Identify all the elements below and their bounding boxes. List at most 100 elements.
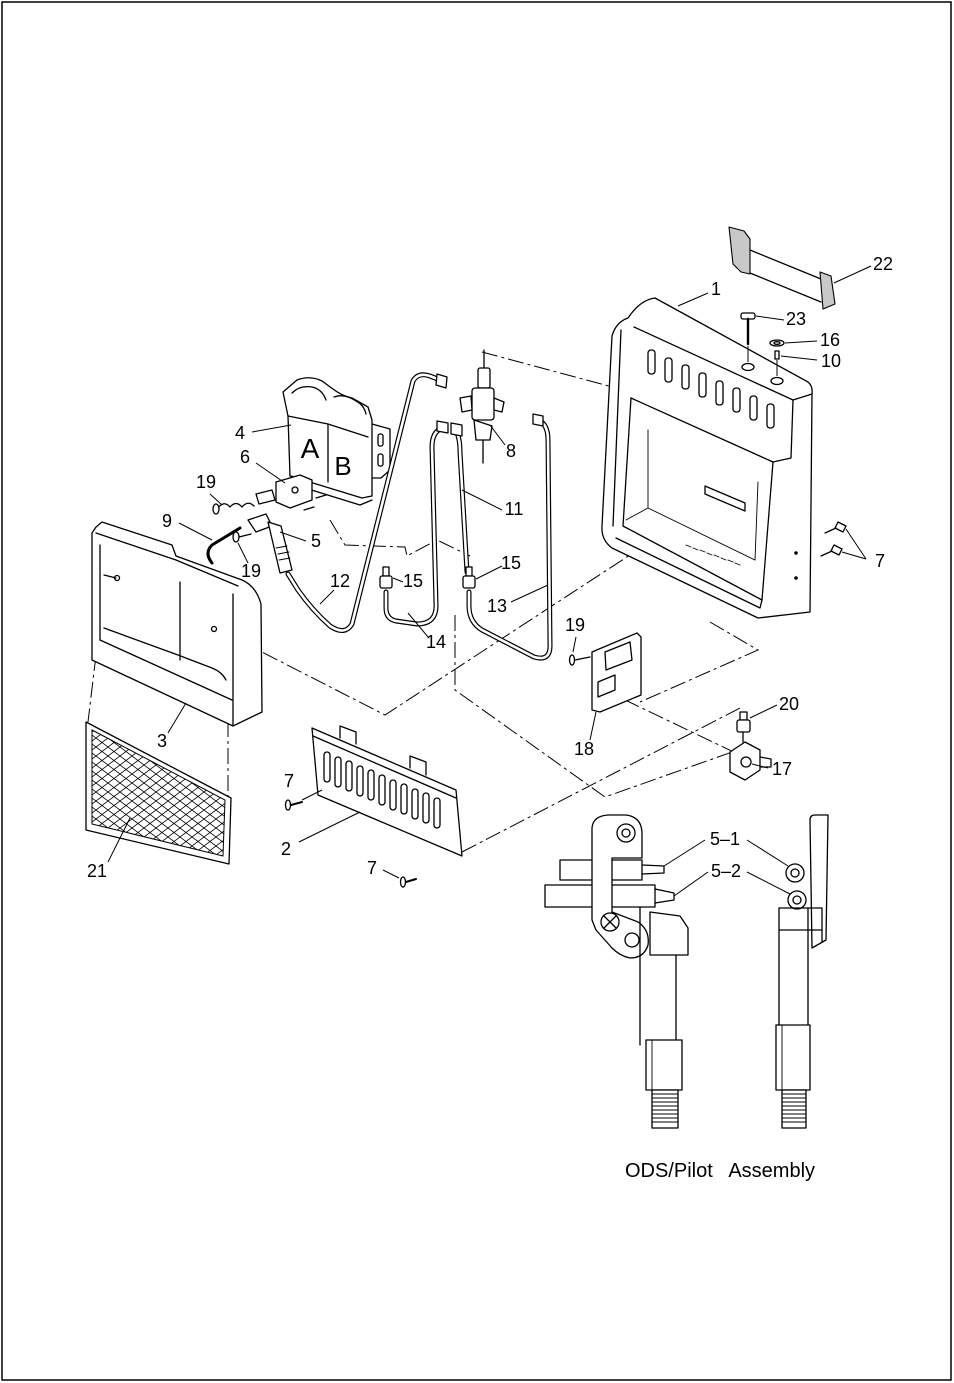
part-15-fitting-left <box>379 566 393 589</box>
cabinet-louver-band <box>630 397 794 463</box>
part-3-housing <box>91 521 263 727</box>
cabinet-floor-slots <box>685 544 741 566</box>
part-9-wire <box>206 526 242 565</box>
part-19-spring-screw-top <box>212 502 255 515</box>
bracket-cutout-upper <box>604 641 633 671</box>
phantom-line-burner-to-tubes <box>329 519 471 557</box>
pipe-clamp <box>649 911 689 956</box>
cabinet-outline <box>601 297 813 619</box>
tube-13-inner <box>467 418 552 660</box>
callout-14: 14 <box>426 632 446 652</box>
leader-5-2 <box>673 871 791 897</box>
burner-panel-a-label: A <box>301 433 320 464</box>
part-12-tube <box>285 372 448 633</box>
leader-18 <box>589 711 597 741</box>
ods-pilot-assembly-caption: ODS/Pilot Assembly <box>625 1160 815 1182</box>
leader-14 <box>407 612 429 638</box>
part-4-burner: A B <box>282 377 391 506</box>
part-13-tube <box>466 413 553 661</box>
callout-7-left: 7 <box>284 771 294 791</box>
valve-outlet <box>759 756 772 768</box>
leader-7-left <box>301 789 323 801</box>
louver-slot <box>664 357 673 383</box>
ods-pilot-detail-side-view <box>775 814 829 1129</box>
burner-face-edge <box>287 415 369 483</box>
side-pipe-threads <box>781 1093 807 1123</box>
part-20-fitting <box>736 711 751 733</box>
leader-12 <box>319 589 335 605</box>
screw-right-upper-shank <box>824 527 837 534</box>
part-17-valve <box>729 731 772 781</box>
leader-19-mid <box>237 542 249 564</box>
spring-coil <box>217 502 255 509</box>
panel-slot <box>334 756 342 788</box>
bracket-hole-top-inner <box>621 828 631 838</box>
burner-top-ridges <box>291 385 367 415</box>
callout-7-bottom: 7 <box>367 858 377 878</box>
louver-slot <box>698 372 707 398</box>
orifice-nut <box>255 489 276 505</box>
screw-left-shank <box>290 801 303 806</box>
cabinet-louvers <box>647 349 775 429</box>
screw-shank <box>238 533 252 538</box>
thermocouple-tip <box>641 864 665 875</box>
cabinet-top-hole-1 <box>741 362 755 372</box>
leader-3 <box>167 702 187 734</box>
fitting-body <box>462 575 476 589</box>
pipe-threads <box>651 1093 679 1123</box>
panel-slot <box>356 765 364 797</box>
panel-outline <box>311 727 463 857</box>
tube-12-inner <box>286 373 442 632</box>
part-1-cabinet <box>601 297 813 619</box>
part-10-pin <box>774 350 780 377</box>
tee-bottom <box>473 419 493 441</box>
callout-15-left: 15 <box>403 571 423 591</box>
leader-2 <box>298 811 361 843</box>
part-19-bracket-screw <box>568 654 591 666</box>
part-2-louvered-panel <box>311 725 463 857</box>
bracket-cross-hole <box>600 912 620 932</box>
leader-15-left <box>392 577 404 583</box>
pilot-bracket <box>591 814 649 959</box>
grille-mesh <box>91 729 226 857</box>
panel-slot <box>367 769 375 801</box>
housing-hole-right <box>210 625 218 633</box>
callout-19-bracket: 19 <box>565 615 585 635</box>
part-6-orifice-bracket <box>255 474 327 511</box>
callout-17: 17 <box>772 759 792 779</box>
callout-1: 1 <box>711 279 721 299</box>
screw-head <box>232 531 240 543</box>
burner-side-bracket <box>371 423 391 479</box>
panel-slot <box>389 779 397 811</box>
panel-slot <box>378 774 386 806</box>
pilot-nozzle <box>654 888 675 904</box>
part-15-fitting-right <box>462 566 476 589</box>
panel-slot <box>323 751 331 783</box>
louver-slot <box>715 380 724 406</box>
part-18-mounting-bracket <box>591 632 642 713</box>
cabinet-side-hole-2 <box>794 576 798 580</box>
panel-flange <box>312 735 457 799</box>
fitting-neck <box>382 566 390 577</box>
fitting-top <box>739 711 748 721</box>
screw-head <box>568 654 576 666</box>
bracket-slot <box>377 433 384 447</box>
side-bracket <box>778 907 823 943</box>
phantom-line-cabinet-to-bracket <box>639 621 760 703</box>
tube-12-nut <box>435 373 448 389</box>
callout-16: 16 <box>820 330 840 350</box>
callout-13: 13 <box>487 596 507 616</box>
callout-20: 20 <box>779 694 799 714</box>
panel-slot <box>411 788 419 820</box>
leader-15-right <box>475 565 503 580</box>
leader-5-1 <box>663 839 789 867</box>
part-7-screws <box>284 521 847 888</box>
tube-14-inner <box>384 426 444 626</box>
screw-right-lower-shank <box>820 550 833 557</box>
tee-top <box>477 367 491 389</box>
panel-slot <box>400 783 408 815</box>
valve-body <box>729 741 761 781</box>
cabinet-bottom-lip <box>615 537 763 609</box>
